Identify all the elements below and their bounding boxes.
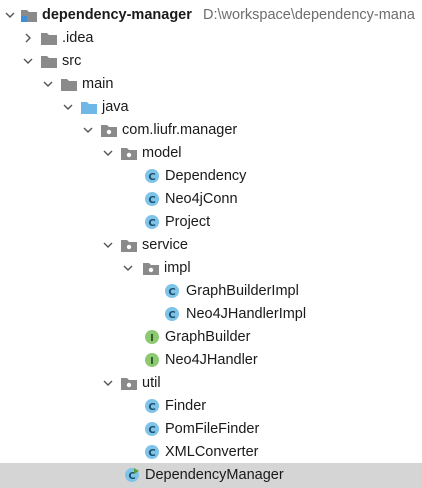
project-name: dependency-manager	[42, 7, 192, 23]
package-icon	[100, 122, 118, 138]
tree-label-class: Finder	[165, 398, 207, 414]
folder-icon	[40, 53, 58, 69]
tree-label-util: util	[142, 375, 161, 391]
package-icon	[142, 260, 160, 276]
tree-row-interface[interactable]: I GraphBuilder	[0, 326, 422, 349]
tree-label-interface: GraphBuilder	[165, 329, 251, 345]
tree-row-package[interactable]: com.liufr.manager	[0, 119, 422, 142]
chevron-down-icon[interactable]	[22, 55, 34, 67]
chevron-down-icon[interactable]	[82, 124, 94, 136]
tree-label-service: service	[142, 237, 188, 253]
class-icon: C	[143, 191, 161, 207]
tree-label-class: PomFileFinder	[165, 421, 260, 437]
svg-text:C: C	[148, 402, 155, 413]
interface-icon: I	[143, 352, 161, 368]
chevron-down-icon[interactable]	[102, 239, 114, 251]
tree-label-class: Neo4JHandlerImpl	[186, 306, 307, 322]
tree-row-class[interactable]: C PomFileFinder	[0, 418, 422, 441]
package-icon	[120, 145, 138, 161]
tree-row-interface[interactable]: I Neo4JHandler	[0, 349, 422, 372]
tree-row-class[interactable]: C GraphBuilderImpl	[0, 280, 422, 303]
tree-row-model[interactable]: model	[0, 142, 422, 165]
tree-row-impl[interactable]: impl	[0, 257, 422, 280]
svg-text:C: C	[148, 172, 155, 183]
chevron-down-icon[interactable]	[42, 78, 54, 90]
chevron-down-icon[interactable]	[102, 147, 114, 159]
tree-row-project[interactable]: dependency-manager D:\workspace\dependen…	[0, 4, 422, 27]
svg-text:C: C	[128, 471, 135, 482]
tree-row-src[interactable]: src	[0, 50, 422, 73]
class-icon: C	[143, 214, 161, 230]
tree-label-impl: impl	[164, 260, 191, 276]
svg-text:I: I	[150, 356, 154, 367]
tree-row-service[interactable]: service	[0, 234, 422, 257]
tree-row-main[interactable]: main	[0, 73, 422, 96]
tree-label-class: Dependency	[165, 168, 247, 184]
tree-label-package: com.liufr.manager	[122, 122, 238, 138]
class-icon: C	[163, 283, 181, 299]
package-icon	[120, 375, 138, 391]
tree-row-class[interactable]: C Dependency	[0, 165, 422, 188]
chevron-down-icon[interactable]	[62, 101, 74, 113]
class-icon: C	[143, 398, 161, 414]
main-class-icon: C	[123, 467, 141, 483]
chevron-down-icon[interactable]	[122, 262, 134, 274]
tree-row-class[interactable]: C Neo4JHandlerImpl	[0, 303, 422, 326]
tree-label-interface: Neo4JHandler	[165, 352, 258, 368]
tree-label-main: main	[82, 76, 114, 92]
chevron-right-icon[interactable]	[22, 32, 34, 44]
class-icon: C	[143, 168, 161, 184]
package-icon	[120, 237, 138, 253]
class-icon: C	[163, 306, 181, 322]
svg-text:C: C	[148, 218, 155, 229]
chevron-down-icon[interactable]	[4, 9, 16, 21]
tree-label-class: Neo4jConn	[165, 191, 238, 207]
svg-text:C: C	[148, 195, 155, 206]
tree-label-src: src	[62, 53, 82, 69]
tree-label-model: model	[142, 145, 182, 161]
svg-text:C: C	[148, 425, 155, 436]
tree-row-class[interactable]: C Finder	[0, 395, 422, 418]
chevron-down-icon[interactable]	[102, 377, 114, 389]
tree-label-idea: .idea	[62, 30, 94, 46]
svg-text:C: C	[168, 310, 175, 321]
tree-row-class[interactable]: C Neo4jConn	[0, 188, 422, 211]
class-icon: C	[143, 421, 161, 437]
module-icon	[20, 7, 38, 23]
tree-label-java: java	[102, 99, 129, 115]
svg-text:C: C	[168, 287, 175, 298]
tree-label-class: Project	[165, 214, 211, 230]
svg-text:C: C	[148, 448, 155, 459]
source-folder-icon	[80, 99, 98, 115]
folder-icon	[40, 30, 58, 46]
class-icon: C	[143, 444, 161, 460]
tree-label-main-class: DependencyManager	[145, 467, 284, 483]
folder-icon	[60, 76, 78, 92]
tree-row-idea[interactable]: .idea	[0, 27, 422, 50]
project-path: D:\workspace\dependency-mana	[203, 7, 415, 23]
tree-row-java[interactable]: java	[0, 96, 422, 119]
tree-row-main-class[interactable]: C DependencyManager	[0, 463, 422, 488]
interface-icon: I	[143, 329, 161, 345]
tree-row-class[interactable]: C XMLConverter	[0, 441, 422, 464]
tree-row-util[interactable]: util	[0, 372, 422, 395]
svg-text:I: I	[150, 333, 154, 344]
tree-row-class[interactable]: C Project	[0, 211, 422, 234]
tree-label-class: XMLConverter	[165, 444, 259, 460]
tree-label-class: GraphBuilderImpl	[186, 283, 299, 299]
